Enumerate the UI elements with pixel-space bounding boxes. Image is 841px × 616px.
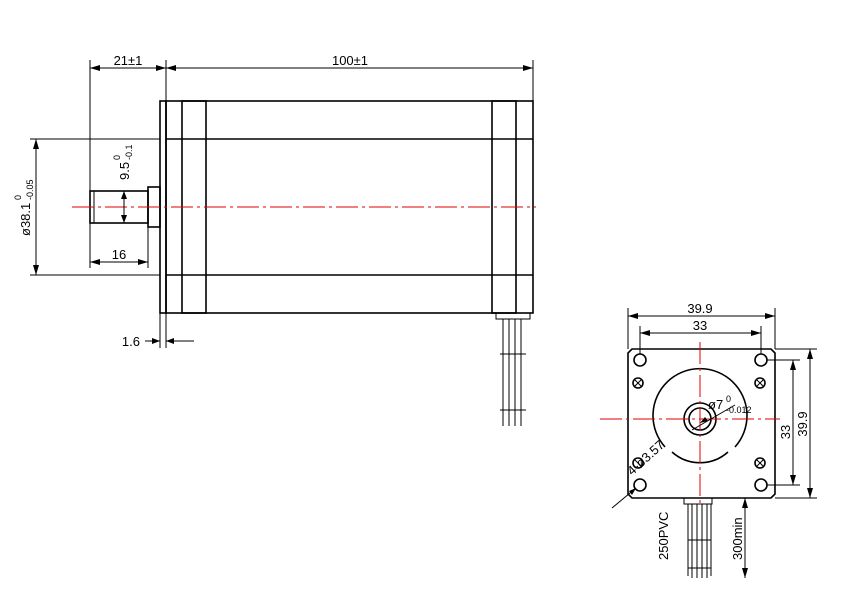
hole-spacing-label: 33	[693, 318, 707, 333]
mounting-hole-icon	[754, 478, 768, 492]
hole-callout-label: 4-ø3.57	[624, 437, 667, 478]
outer-width-dimension: 39.9	[627, 301, 776, 349]
shaft-flat-tol-upper: 0	[112, 155, 122, 160]
hole-spacing-vertical-label: 33	[778, 425, 793, 439]
screw-icon	[632, 457, 644, 469]
pilot-diameter-tol-lower: -0.05	[25, 179, 35, 200]
body-length-label: 100±1	[332, 53, 368, 68]
shaft-flat-dimension: 9.5 0 -0.1	[112, 144, 134, 223]
screw-icon	[754, 457, 766, 469]
shaft-flat-tol-lower: -0.1	[124, 144, 134, 160]
outer-height-dimension: 39.9	[775, 348, 817, 499]
shaft-tol-upper: 0	[726, 394, 731, 404]
outer-height-label: 39.9	[795, 411, 810, 436]
mounting-hole-icon	[754, 353, 768, 367]
side-view: 21±1 100±1 ø38.1 0 -0.05	[13, 53, 536, 426]
screws	[632, 377, 766, 469]
pilot-diameter-label: ø38.1	[18, 203, 33, 236]
front-cable	[683, 497, 713, 578]
rear-leads	[495, 312, 531, 426]
front-face-outline	[627, 348, 776, 499]
cable-label: 250PVC	[656, 512, 671, 560]
mounting-hole-icon	[633, 478, 647, 492]
shaft-length-dimension: 21±1	[89, 53, 167, 191]
shaft-flat-label: 9.5	[117, 162, 132, 180]
pilot-diameter-dimension: ø38.1 0 -0.05	[13, 138, 160, 276]
screw-icon	[754, 377, 766, 389]
lead-length-label: 300min	[730, 517, 745, 560]
shaft-tol-lower: -0.012	[726, 405, 752, 415]
outer-width-label: 39.9	[687, 301, 712, 316]
hole-spacing-vertical-dimension: 33	[767, 359, 800, 486]
body-length-dimension: 100±1	[166, 53, 534, 101]
lead-length-dimension: 300min	[730, 498, 748, 578]
mounting-hole-icon	[633, 353, 647, 367]
hole-spacing-dimension: 33	[639, 318, 762, 354]
shaft-diameter-dimension: ø7 0 -0.012	[691, 394, 752, 431]
mounting-holes	[633, 353, 768, 492]
shaft-diameter-label: ø7	[708, 397, 723, 412]
front-view: 39.9 33 33 39.9	[600, 301, 817, 578]
pilot-diameter-tol-upper: 0	[13, 195, 23, 200]
flange-thickness-label: 1.6	[122, 334, 140, 349]
shaft-length-label: 21±1	[114, 53, 143, 68]
flat-length-dimension: 16	[89, 223, 149, 268]
flange-thickness-dimension: 1.6	[122, 313, 194, 349]
screw-icon	[632, 377, 644, 389]
flat-length-label: 16	[112, 247, 126, 262]
